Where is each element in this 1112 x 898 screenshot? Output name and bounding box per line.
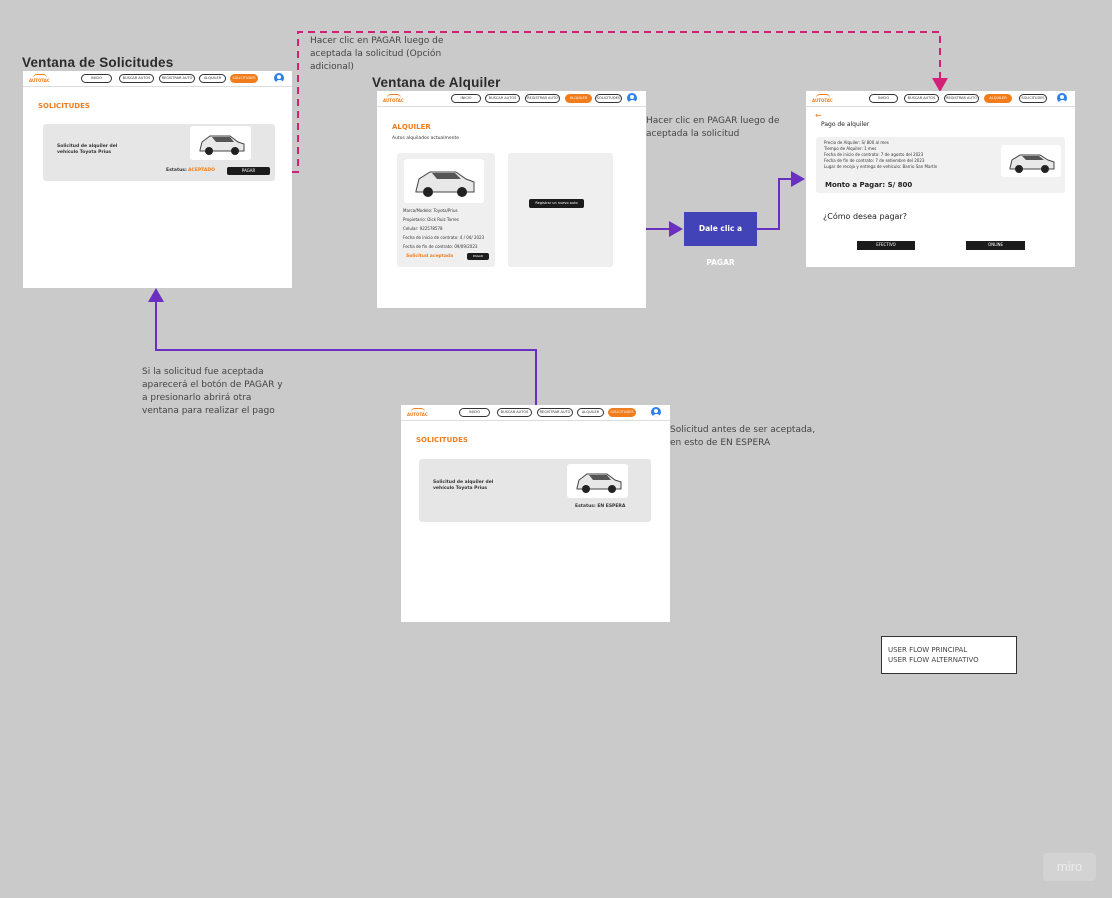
nav-inicio[interactable]: INICIO: [81, 74, 112, 83]
main-flow-note: Hacer clic en PAGAR luego de aceptada la…: [646, 116, 780, 139]
frame-title-solicitudes: Ventana de Solicitudes: [22, 55, 174, 70]
accepted-note: Si la solicitud fue aceptada aparecerá e…: [142, 367, 283, 416]
request-status: Solicitud aceptada: [406, 254, 454, 259]
main-flow-arrow-to-pago: [757, 171, 805, 230]
logo: AUTOTAC: [407, 408, 429, 418]
nav-registrar[interactable]: REGISTRAR AUTO: [537, 408, 573, 417]
legend: USER FLOW PRINCIPAL USER FLOW ALTERNATIV…: [881, 636, 1017, 674]
frame-solicitudes: AUTOTAC INICIO BUSCAR AUTOS REGISTRAR AU…: [23, 71, 292, 288]
nav-buscar[interactable]: BUSCAR AUTOS: [119, 74, 154, 83]
add-car-card: Registrar un nuevo auto: [508, 153, 613, 267]
navbar: AUTOTAC INICIO BUSCAR AUTOS REGISTRAR AU…: [377, 91, 646, 107]
nav-solicitudes[interactable]: SOLICITUDES: [595, 94, 622, 103]
request-text: Solicitud de alquiler del vehículo Toyot…: [433, 480, 494, 491]
frame-title-alquiler: Ventana de Alquiler: [372, 75, 501, 90]
nav-buscar[interactable]: BUSCAR AUTOS: [497, 408, 532, 417]
cash-button[interactable]: EFECTIVO: [857, 241, 915, 250]
car-details: Marca/Modelo: Toyota/Prius Propietario: …: [403, 208, 485, 249]
nav-alquiler[interactable]: ALQUILER: [565, 94, 592, 103]
back-arrow-icon[interactable]: ←: [815, 111, 822, 120]
alt-flow-note: Hacer clic en PAGAR luego de aceptada la…: [310, 36, 444, 72]
nav-registrar[interactable]: REGISTRAR AUTO: [159, 74, 195, 83]
summary-card: Precio de Alquiler: S/ 800 al mes Tiempo…: [816, 137, 1065, 193]
navbar: AUTOTAC INICIO BUSCAR AUTOS REGISTRAR AU…: [401, 405, 670, 421]
logo: AUTOTAC: [29, 74, 51, 84]
nav-inicio[interactable]: INICIO: [451, 94, 481, 103]
status-label: Estatus:: [166, 168, 187, 173]
amount: Monto a Pagar: S/ 800: [825, 181, 913, 189]
pay-button[interactable]: PAGAR: [467, 253, 489, 260]
user-icon[interactable]: [1057, 93, 1067, 103]
car-image: [1001, 145, 1061, 177]
user-icon[interactable]: [274, 73, 284, 83]
nav-buscar[interactable]: BUSCAR AUTOS: [485, 94, 520, 103]
user-icon[interactable]: [627, 93, 637, 103]
navbar: AUTOTAC INICIO BUSCAR AUTOS REGISTRAR AU…: [806, 91, 1075, 107]
car-image: [567, 464, 628, 498]
nav-solicitudes[interactable]: SOLICITUDES: [608, 408, 636, 417]
car-image: [404, 159, 484, 203]
legend-main-label: USER FLOW PRINCIPAL: [888, 646, 968, 654]
subtitle: Autos alquilados actualmente: [392, 136, 459, 141]
nav-inicio[interactable]: INICIO: [459, 408, 490, 417]
section-title: SOLICITUDES: [416, 436, 468, 444]
nav-buscar[interactable]: BUSCAR AUTOS: [904, 94, 939, 103]
status-value: ACEPTADO: [188, 168, 215, 173]
pay-button[interactable]: PAGAR: [227, 167, 270, 175]
request-card: Solicitud de alquiler del vehículo Toyot…: [419, 459, 651, 522]
user-icon[interactable]: [651, 407, 661, 417]
nav-alquiler[interactable]: ALQUILER: [984, 94, 1012, 103]
frame-solicitudes-espera: AUTOTAC INICIO BUSCAR AUTOS REGISTRAR AU…: [401, 405, 670, 622]
navbar: AUTOTAC INICIO BUSCAR AUTOS REGISTRAR AU…: [23, 71, 292, 87]
main-flow-arrow-up: [148, 288, 537, 406]
nav-registrar[interactable]: REGISTRAR AUTO: [944, 94, 979, 103]
pending-note: Solicitud antes de ser aceptada, en esto…: [670, 425, 816, 448]
new-contract-button[interactable]: Registrar un nuevo auto: [529, 199, 584, 208]
frame-pago: AUTOTAC INICIO BUSCAR AUTOS REGISTRAR AU…: [806, 91, 1075, 267]
nav-solicitudes[interactable]: SOLICITUDES: [1019, 94, 1047, 103]
nav-solicitudes[interactable]: SOLICITUDES: [230, 74, 258, 83]
miro-logo[interactable]: miro: [1043, 853, 1096, 881]
payment-question: ¿Cómo desea pagar?: [823, 212, 907, 221]
nav-alquiler[interactable]: ALQUILER: [577, 408, 604, 417]
legend-alt-label: USER FLOW ALTERNATIVO: [888, 656, 979, 664]
section-title: ALQUILER: [392, 123, 431, 131]
logo: AUTOTAC: [383, 94, 405, 104]
logo: AUTOTAC: [812, 94, 834, 104]
car-image: [190, 126, 251, 160]
alt-flow-arrow: [292, 31, 948, 173]
online-button[interactable]: ONLINE: [966, 241, 1025, 250]
request-text: Solicitud de alquiler del vehículo Toyot…: [57, 144, 118, 155]
rental-details: Precio de Alquiler: S/ 800 al mes Tiempo…: [824, 140, 938, 169]
nav-alquiler[interactable]: ALQUILER: [199, 74, 226, 83]
rental-card: Marca/Modelo: Toyota/Prius Propietario: …: [397, 153, 495, 267]
nav-registrar[interactable]: REGISTRAR AUTO: [525, 94, 560, 103]
frame-alquiler: AUTOTAC INICIO BUSCAR AUTOS REGISTRAR AU…: [377, 91, 646, 308]
request-card: Solicitud de alquiler del vehículo Toyot…: [43, 124, 275, 181]
pago-title: Pago de alquiler: [821, 121, 870, 128]
status-text: Estatus: EN ESPERA: [575, 504, 626, 509]
section-title: SOLICITUDES: [38, 102, 90, 110]
nav-inicio[interactable]: INICIO: [869, 94, 898, 103]
action-box: Dale clic a PAGAR: [684, 212, 757, 267]
